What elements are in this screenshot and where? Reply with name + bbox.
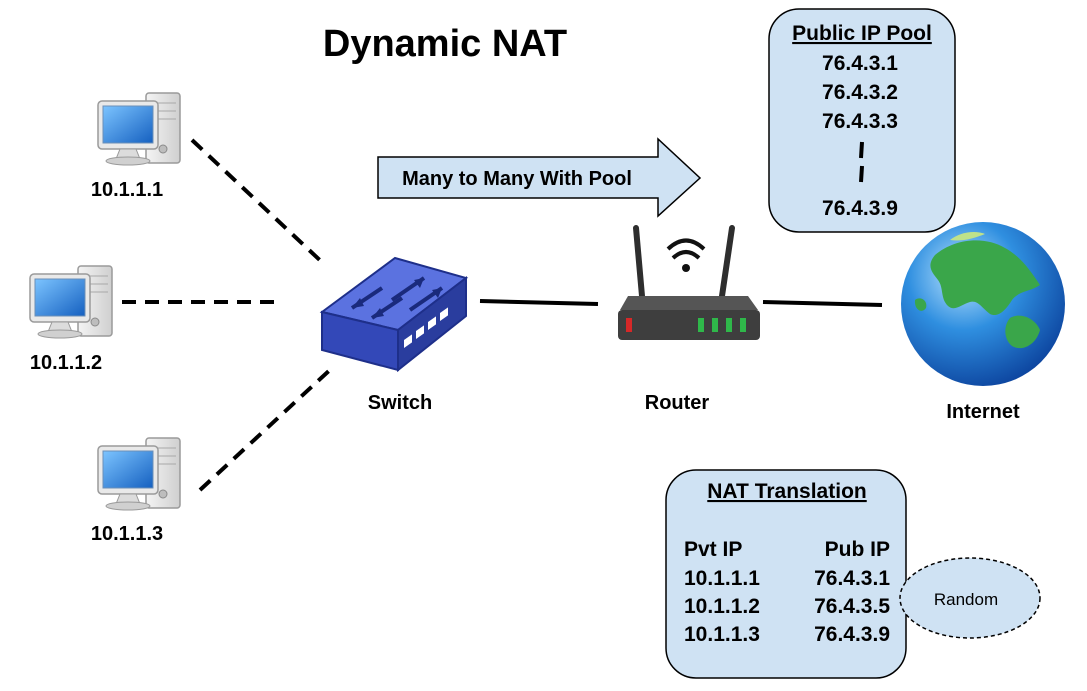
internet-label: Internet: [946, 401, 1020, 423]
link-host1-switch: [190, 138, 327, 267]
nat-col-public: Pub IP: [825, 538, 890, 561]
router-label: Router: [645, 392, 710, 414]
globe-icon: [901, 222, 1065, 386]
host-ip-label: 10.1.1.3: [91, 523, 163, 545]
pool-ip: 76.4.3.9: [822, 197, 898, 220]
diagram-title: Dynamic NAT: [323, 23, 567, 65]
switch-label: Switch: [368, 392, 432, 414]
nat-row-private: 10.1.1.2: [684, 595, 760, 618]
computer-icon: [29, 265, 113, 339]
link-switch-router: [479, 299, 599, 306]
pool-title: Public IP Pool: [792, 22, 932, 45]
public-ip-pool-box: [768, 8, 956, 233]
random-callout: [899, 557, 1041, 639]
pool-ip: 76.4.3.1: [822, 52, 898, 75]
nat-row-private: 10.1.1.1: [684, 567, 760, 590]
switch-icon: [319, 256, 469, 373]
nat-col-private: Pvt IP: [684, 538, 742, 561]
random-label: Random: [934, 590, 998, 609]
pool-ip: 76.4.3.3: [822, 110, 898, 133]
nat-row-public: 76.4.3.5: [814, 595, 890, 618]
pool-ip: 76.4.3.2: [822, 81, 898, 104]
nat-row-private: 10.1.1.3: [684, 623, 760, 646]
host-ip-label: 10.1.1.1: [91, 179, 163, 201]
pool-ellipsis-dash: [859, 141, 864, 159]
link-router-internet: [762, 300, 883, 307]
pool-ellipsis-dash: [859, 165, 864, 183]
nat-translation-box: [665, 469, 907, 679]
link-host3-switch: [198, 366, 334, 492]
many-to-many-arrow: [377, 137, 702, 218]
host-ip-label: 10.1.1.2: [30, 352, 102, 374]
computer-icon: [97, 92, 181, 166]
nat-row-public: 76.4.3.1: [814, 567, 890, 590]
computer-icon: [97, 437, 181, 511]
arrow-label: Many to Many With Pool: [402, 168, 632, 190]
router-icon: [618, 225, 760, 340]
nat-row-public: 76.4.3.9: [814, 623, 890, 646]
nat-title: NAT Translation: [707, 480, 866, 503]
